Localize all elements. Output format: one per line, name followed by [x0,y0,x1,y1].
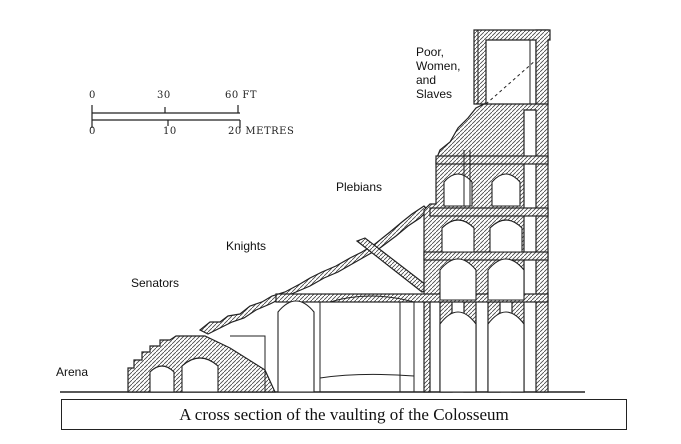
arches [149,173,525,393]
scale-feet-tick-60: 60 FT [225,90,258,101]
masonry-structure [127,29,551,393]
label-knights: Knights [226,239,267,253]
scale-feet-tick-30: 30 [157,90,171,101]
label-arena: Arena [56,365,89,379]
figure-caption: A cross section of the vaulting of the C… [179,404,509,424]
scale-metre-tick-10: 10 [163,126,177,137]
scale-metre-tick-0: 0 [89,126,96,137]
label-poor-women-slaves: Poor, Women, and Slaves [416,45,461,101]
scale-bar [91,105,241,128]
inner-structure [230,30,537,392]
scale-feet-tick-0: 0 [89,90,96,101]
scale-metre-tick-20: 20 METRES [228,126,295,137]
caption-box: A cross section of the vaulting of the C… [61,399,627,430]
label-plebians: Plebians [336,180,383,194]
label-senators: Senators [131,276,180,290]
